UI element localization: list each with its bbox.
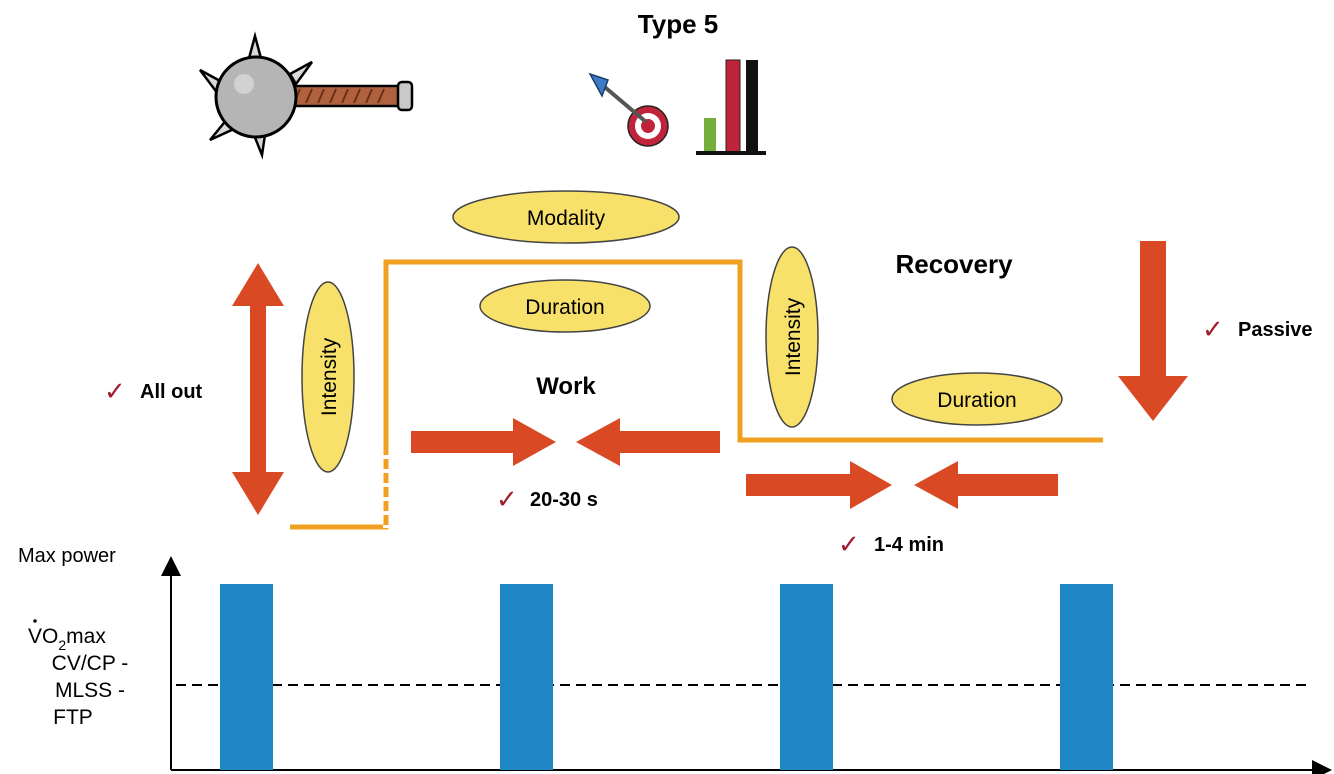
work-bout-bar (780, 584, 833, 770)
check-icon: ✓ (1202, 315, 1224, 345)
passive-down-arrow (1118, 241, 1188, 421)
recovery-left-arrow (914, 461, 1058, 509)
recovery-time-label: 1-4 min (874, 534, 944, 556)
intensity-axes (161, 556, 1332, 774)
work-right-arrow (411, 418, 556, 466)
check-icon: ✓ (838, 530, 860, 560)
work-left-arrow (576, 418, 720, 466)
intensity-work-label: Intensity (318, 337, 341, 416)
bar-chart-icon (696, 59, 766, 155)
intensity-profile-line (290, 259, 1103, 530)
work-time-label: 20-30 s (530, 489, 598, 511)
passive-label: Passive (1238, 319, 1313, 341)
intensity-work-ellipse: Intensity (301, 281, 355, 473)
vo2-v: V (28, 625, 42, 648)
duration-work-label: Duration (525, 296, 604, 319)
modality-ellipse: Modality (452, 190, 680, 244)
spiked-mace-icon (199, 31, 414, 160)
vo2-subscript: 2 (58, 637, 66, 653)
dart-target-icon (588, 72, 669, 147)
work-bouts (220, 584, 1113, 770)
cv-cp-label: CV/CP - (52, 652, 129, 675)
work-bout-bar (1060, 584, 1113, 770)
work-label: Work (536, 373, 596, 400)
intensity-recovery-ellipse: Intensity (765, 246, 819, 428)
recovery-right-arrow (746, 461, 892, 509)
duration-recovery-label: Duration (937, 389, 1016, 412)
check-icon: ✓ (496, 485, 518, 515)
check-icon: ✓ (104, 377, 126, 407)
mlss-label: MLSS - (55, 679, 125, 702)
duration-work-ellipse: Duration (479, 279, 651, 333)
intensity-double-arrow (232, 263, 284, 515)
all-out-label: All out (140, 381, 203, 403)
recovery-label: Recovery (895, 249, 1013, 279)
work-bout-bar (220, 584, 273, 770)
modality-label: Modality (527, 207, 606, 230)
vo2-max: max (66, 625, 106, 648)
max-power-label: Max power (18, 545, 116, 567)
ftp-label: FTP (53, 706, 93, 729)
intensity-recovery-label: Intensity (782, 297, 805, 376)
svg-text:VO2max: VO2max (28, 625, 106, 653)
vo2-o: O (42, 625, 58, 648)
duration-recovery-ellipse: Duration (891, 372, 1063, 426)
vo2max-label: VO2max (28, 619, 106, 653)
diagram-title: Type 5 (638, 9, 718, 39)
work-bout-bar (500, 584, 553, 770)
